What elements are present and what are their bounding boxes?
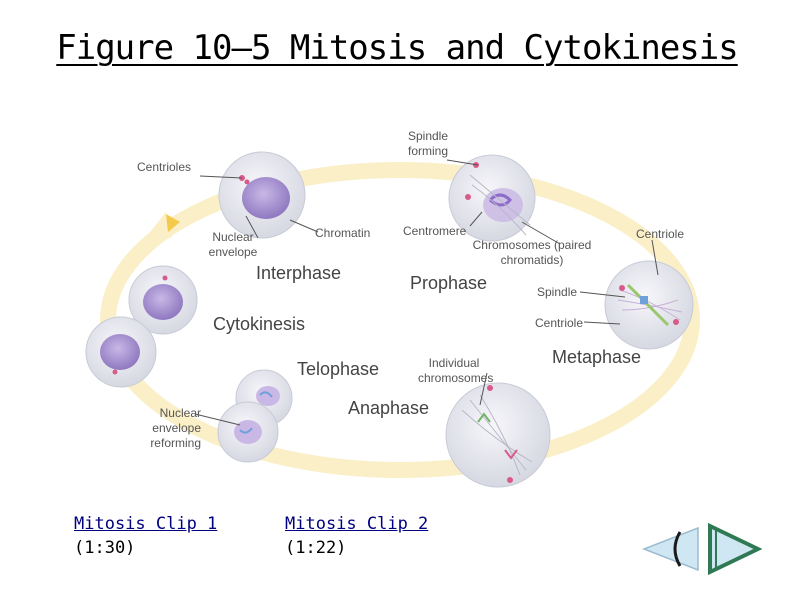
page-title-text: Figure 10–5 Mitosis and Cytokinesis	[56, 28, 738, 68]
mitosis-clip-1-duration: (1:30)	[74, 538, 136, 558]
label-centromere: Centromere	[403, 224, 467, 238]
next-arrow-icon[interactable]	[706, 522, 762, 576]
clip-2: Mitosis Clip 2 (1:22)	[285, 512, 428, 560]
telophase-cell	[217, 369, 293, 463]
phase-anaphase: Anaphase	[348, 398, 430, 418]
clip-1: Mitosis Clip 1 (1:30)	[74, 512, 217, 560]
label-individual-chromosomes: Individual chromosomes	[418, 356, 494, 386]
label-chromatin: Chromatin	[315, 226, 371, 240]
mitosis-clip-2-link[interactable]: Mitosis Clip 2	[285, 514, 429, 534]
cycle-arrow-top	[166, 214, 180, 232]
label-spindle-forming: Spindle forming	[396, 129, 460, 159]
label-spindle: Spindle	[537, 285, 578, 299]
label-individual-chromosomes-text: Individual chromosomes	[418, 356, 494, 385]
label-nuclear-envelope: Nuclear envelope	[200, 230, 266, 260]
label-centriole-top: Centriole	[636, 227, 685, 241]
page-title: Figure 10–5 Mitosis and Cytokinesis	[0, 28, 794, 68]
label-nuclear-envelope-text: Nuclear envelope	[208, 230, 258, 259]
phase-cytokinesis: Cytokinesis	[213, 314, 306, 334]
label-chromosomes-paired: Chromosomes (paired chromatids)	[462, 238, 602, 268]
cytokinesis-cells	[85, 265, 198, 388]
anaphase-cell	[445, 382, 551, 488]
phase-prophase: Prophase	[410, 273, 488, 293]
leader-lines	[194, 159, 659, 426]
mitosis-clip-1-link[interactable]: Mitosis Clip 1	[74, 514, 218, 534]
label-spindle-forming-text: Spindle forming	[407, 129, 449, 158]
label-nuclear-envelope-reforming: Nuclear envelope reforming	[135, 406, 201, 451]
label-centriole-mid: Centriole	[535, 316, 584, 330]
phase-telophase: Telophase	[297, 359, 380, 379]
phase-metaphase: Metaphase	[552, 347, 642, 367]
phase-interphase: Interphase	[256, 263, 342, 283]
previous-arrow-icon[interactable]	[640, 524, 700, 574]
mitosis-clip-2-duration: (1:22)	[285, 538, 347, 558]
metaphase-cell	[604, 260, 694, 350]
label-chromosomes-paired-text: Chromosomes (paired chromatids)	[472, 238, 592, 267]
interphase-cell	[218, 151, 306, 239]
label-centrioles: Centrioles	[137, 160, 192, 174]
label-nuclear-envelope-reforming-text: Nuclear envelope reforming	[150, 406, 201, 450]
prophase-cell	[448, 154, 536, 242]
